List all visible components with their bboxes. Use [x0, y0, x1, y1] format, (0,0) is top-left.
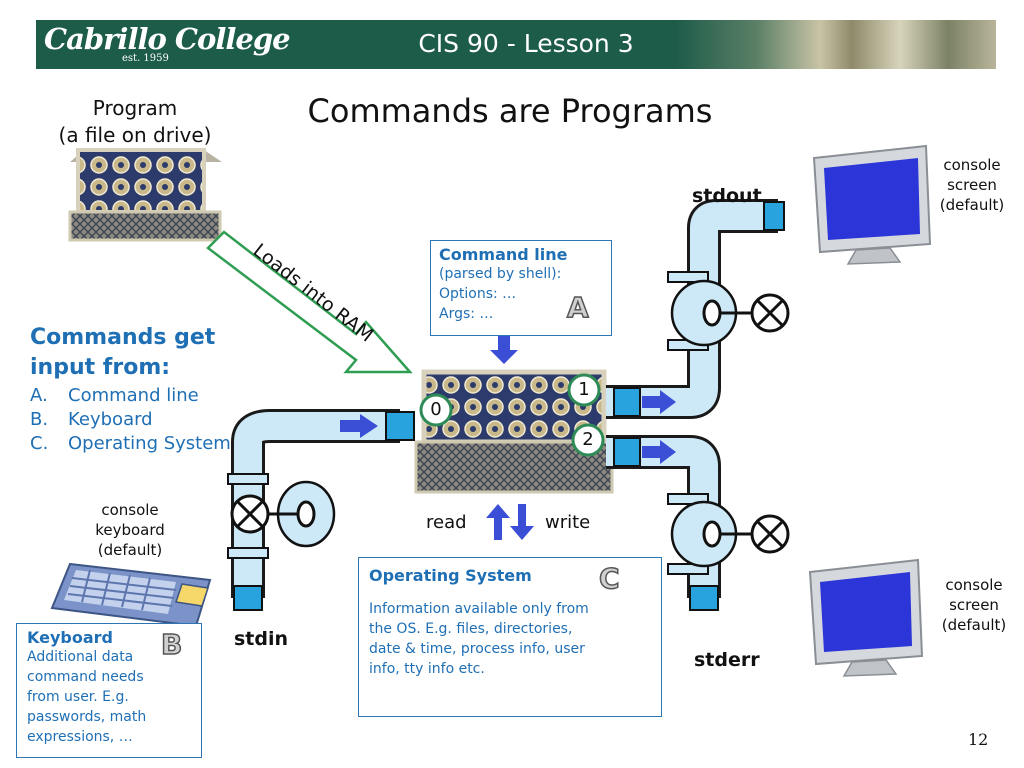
command-line-box: Command line (parsed by shell): Options:…: [430, 240, 612, 336]
stderr-flow-arrow: [642, 440, 676, 464]
fd1-label: 1: [578, 379, 590, 400]
keyboard-text-line: expressions, …: [27, 729, 133, 745]
console-screen-bottom-label: console screen (default): [941, 576, 1007, 634]
console-keyboard-label: console keyboard (default): [95, 501, 165, 559]
program-label-line2: (a file on drive): [58, 123, 212, 147]
read-arrow: [486, 504, 510, 540]
header-banner: Cabrillo College est. 1959 CIS 90 - Less…: [36, 20, 996, 69]
list-item: A.Command line: [30, 385, 199, 406]
list-item: B.Keyboard: [30, 409, 153, 430]
keyboard-box-title: Keyboard: [27, 628, 113, 647]
command-line-args: Args: …: [439, 306, 494, 322]
keyboard-text-line: command needs: [27, 669, 144, 685]
command-line-subtitle: (parsed by shell):: [439, 266, 562, 282]
input-sources-list: A.Command line B.Keyboard C.Operating Sy…: [30, 384, 231, 456]
fd0-circle: [419, 393, 453, 427]
monitor-top-icon: [812, 144, 932, 265]
os-title: Operating System: [369, 566, 532, 585]
input-heading-line2: input from:: [30, 355, 171, 380]
fd2-circle: [571, 423, 605, 457]
command-line-title: Command line: [439, 245, 568, 264]
page-number: 12: [968, 730, 989, 749]
loads-into-ram-arrow: [206, 230, 413, 374]
header-photo: [676, 20, 996, 69]
keyboard-text-line: from user. E.g.: [27, 689, 129, 705]
stdin-pipe: [227, 409, 415, 611]
fd2-label: 2: [582, 429, 594, 450]
fd0-label: 0: [430, 399, 442, 420]
college-logo: Cabrillo College: [44, 22, 291, 56]
keyboard-box: Keyboard B Additional data command needs…: [16, 623, 202, 758]
write-arrow: [510, 504, 534, 540]
program-label-line1: Program: [92, 96, 178, 120]
flow-arrows: [340, 336, 676, 540]
read-label: read: [426, 512, 467, 533]
program-label: Program (a file on drive): [30, 95, 240, 149]
stdin-label: stdin: [234, 628, 289, 650]
monitor-bottom-icon: [808, 558, 924, 677]
letter-a-badge: A: [566, 290, 589, 325]
keyboard-text-line: passwords, math: [27, 709, 147, 725]
stdout-flow-arrow: [642, 390, 676, 414]
write-label: write: [545, 512, 591, 533]
stdout-pipe: [606, 199, 790, 419]
os-text-line: Information available only from: [369, 601, 589, 617]
input-heading-line1: Commands get: [30, 325, 216, 350]
command-line-options: Options: …: [439, 286, 517, 302]
input-sources-heading: Commands get input from:: [30, 323, 215, 383]
stderr-pipe: [606, 435, 790, 611]
stderr-label: stderr: [694, 649, 760, 671]
keyboard-text-line: Additional data: [27, 649, 134, 665]
os-text-line: the OS. E.g. files, directories,: [369, 621, 573, 637]
college-logo-est: est. 1959: [122, 53, 169, 64]
os-text-line: date & time, process info, user: [369, 641, 585, 657]
fd1-circle: [567, 373, 601, 407]
letter-c-badge: C: [598, 561, 620, 596]
operating-system-box: Operating System C Information available…: [358, 557, 662, 717]
os-text-line: info, tty info etc.: [369, 661, 485, 677]
console-screen-top-label: console screen (default): [939, 156, 1005, 214]
stdout-label: stdout: [692, 185, 762, 207]
fd-markers: [419, 373, 605, 457]
keyboard-icon: [50, 562, 212, 628]
letter-b-badge: B: [160, 627, 183, 662]
list-item: C.Operating System: [30, 433, 231, 454]
slide-title: Commands are Programs: [307, 92, 713, 130]
stdin-flow-arrow: [340, 414, 378, 438]
command-line-arrow: [490, 336, 518, 364]
course-title: CIS 90 - Lesson 3: [418, 29, 634, 58]
program-box-icon: [68, 148, 222, 242]
